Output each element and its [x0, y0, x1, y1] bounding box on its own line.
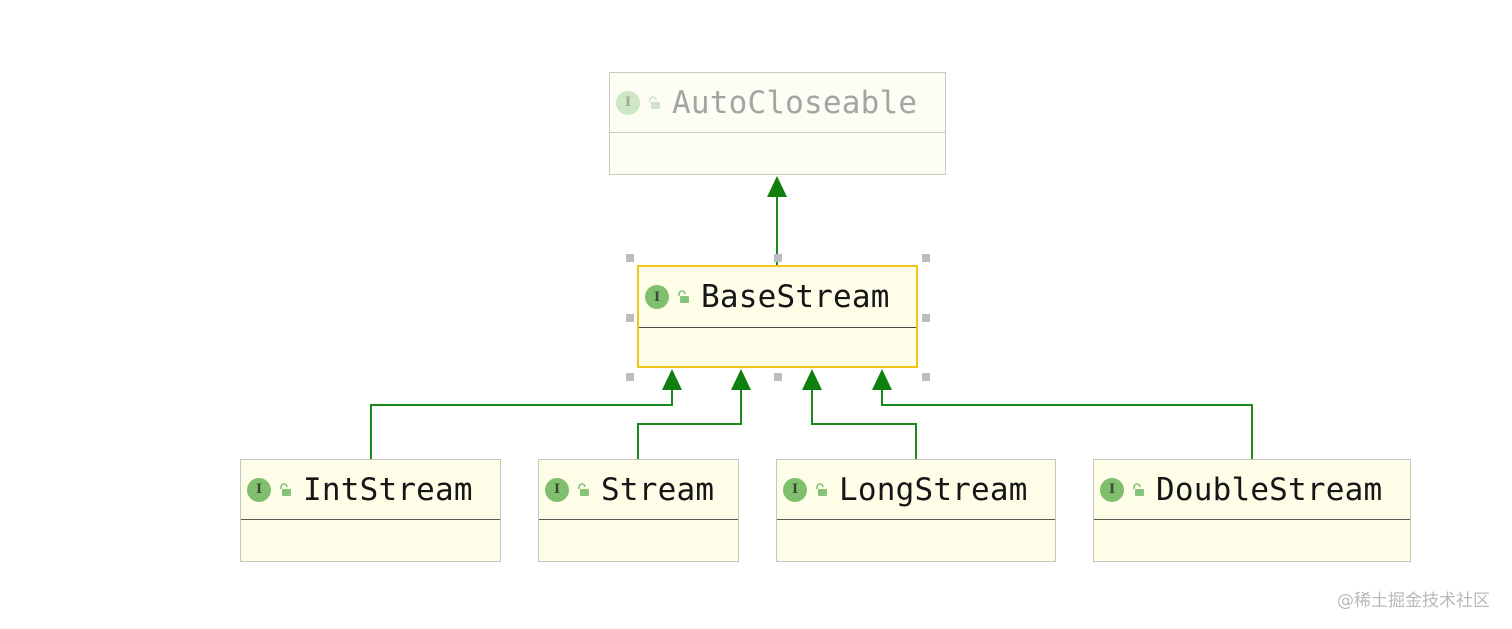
- node-name: AutoCloseable: [672, 84, 918, 121]
- arrowhead-intstream: [662, 369, 682, 390]
- node-header: I AutoCloseable: [610, 73, 945, 133]
- arrowhead-stream: [731, 369, 751, 390]
- node-header: I BaseStream: [639, 267, 916, 328]
- selection-handle-bottom-right[interactable]: [922, 373, 930, 381]
- interface-icon: I: [783, 477, 807, 502]
- selection-handle-bottom-middle[interactable]: [774, 373, 782, 381]
- interface-icon-letter: I: [653, 289, 661, 305]
- arrowhead-autocloseable: [767, 176, 787, 197]
- interface-icon-letter: I: [791, 482, 799, 497]
- interface-icon-letter: I: [553, 482, 561, 497]
- unlocked-padlock-icon: [578, 482, 589, 496]
- unlocked-padlock-icon: [1133, 482, 1144, 496]
- node-header: I LongStream: [777, 460, 1055, 520]
- unlocked-padlock-icon: [280, 482, 291, 496]
- node-autocloseable[interactable]: I AutoCloseable: [609, 72, 946, 175]
- selection-handle-top-middle[interactable]: [774, 254, 782, 262]
- node-header: I IntStream: [241, 460, 500, 520]
- interface-icon: I: [645, 285, 669, 309]
- node-name: Stream: [601, 471, 715, 508]
- node-doublestream[interactable]: I DoubleStream: [1093, 459, 1411, 562]
- node-basestream[interactable]: I BaseStream: [637, 265, 918, 368]
- interface-icon-letter: I: [624, 95, 632, 110]
- interface-icon: I: [545, 477, 569, 502]
- node-header: I Stream: [539, 460, 738, 520]
- node-name: LongStream: [839, 471, 1028, 508]
- interface-icon: I: [247, 477, 271, 502]
- selection-handle-middle-right[interactable]: [922, 314, 930, 322]
- edge-doublestream-to-basestream: [881, 389, 1253, 460]
- node-name: IntStream: [303, 471, 473, 508]
- node-longstream[interactable]: I LongStream: [776, 459, 1056, 562]
- unlocked-padlock-icon: [649, 95, 660, 109]
- edge-stream-to-basestream: [637, 389, 742, 460]
- arrowhead-doublestream: [872, 369, 892, 390]
- edge-longstream-to-basestream: [811, 389, 917, 460]
- node-name: BaseStream: [701, 279, 890, 315]
- node-stream[interactable]: I Stream: [538, 459, 739, 562]
- edge-intstream-to-basestream: [370, 389, 673, 460]
- selection-handle-bottom-left[interactable]: [626, 373, 634, 381]
- selection-handle-middle-left[interactable]: [626, 314, 634, 322]
- selection-handle-top-right[interactable]: [922, 254, 930, 262]
- interface-icon: I: [1100, 477, 1124, 502]
- unlocked-padlock-icon: [678, 290, 689, 303]
- interface-icon-letter: I: [255, 482, 263, 497]
- node-intstream[interactable]: I IntStream: [240, 459, 501, 562]
- interface-icon: I: [616, 90, 640, 115]
- node-header: I DoubleStream: [1094, 460, 1410, 520]
- unlocked-padlock-icon: [816, 482, 827, 496]
- selection-handle-top-left[interactable]: [626, 254, 634, 262]
- interface-icon-letter: I: [1108, 482, 1116, 497]
- node-name: DoubleStream: [1156, 471, 1383, 508]
- watermark: @稀土掘金技术社区: [1337, 591, 1490, 611]
- arrowhead-longstream: [802, 369, 822, 390]
